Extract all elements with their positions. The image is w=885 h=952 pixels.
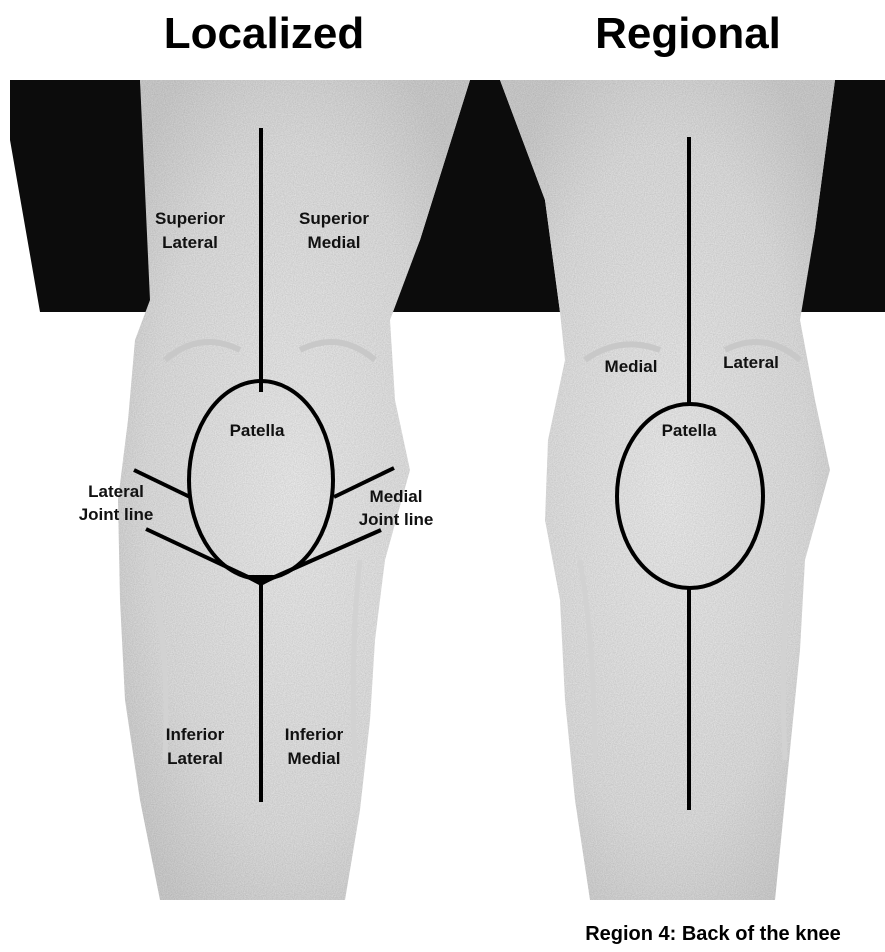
label-inferior-lateral-2: Lateral	[167, 749, 223, 768]
label-patella-left: Patella	[230, 421, 285, 440]
title-regional: Regional	[595, 9, 781, 58]
caption: Region 4: Back of the knee	[585, 923, 841, 945]
label-superior-medial-2: Medial	[308, 233, 361, 252]
label-superior-lateral-1: Superior	[155, 209, 225, 228]
title-localized: Localized	[164, 9, 365, 58]
label-inferior-lateral-1: Inferior	[166, 725, 225, 744]
label-regional-medial: Medial	[605, 357, 658, 376]
label-medial-joint-line-1: Medial	[370, 487, 423, 506]
label-inferior-medial-2: Medial	[288, 749, 341, 768]
label-patella-right: Patella	[662, 421, 717, 440]
label-medial-joint-line-2: Joint line	[359, 510, 434, 529]
label-inferior-medial-1: Inferior	[285, 725, 344, 744]
label-superior-medial-1: Superior	[299, 209, 369, 228]
label-lateral-joint-line-1: Lateral	[88, 482, 144, 501]
right-leg-illustration	[500, 80, 835, 900]
label-regional-lateral: Lateral	[723, 353, 779, 372]
label-superior-lateral-2: Lateral	[162, 233, 218, 252]
label-lateral-joint-line-2: Joint line	[79, 505, 154, 524]
